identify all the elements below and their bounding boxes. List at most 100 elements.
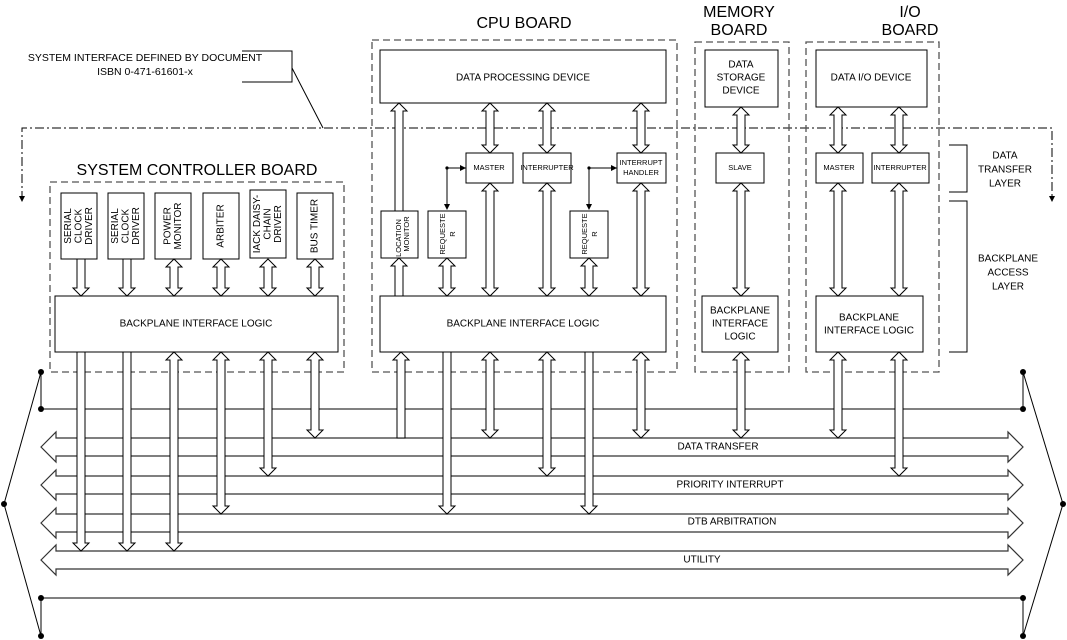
double-arrow-icon bbox=[537, 351, 557, 477]
bil-label: BACKPLANE INTERFACE LOGIC bbox=[447, 319, 600, 330]
double-arrow-icon bbox=[164, 258, 184, 297]
backplane-frame bbox=[1, 369, 1066, 639]
module-label: CHAIN bbox=[263, 208, 274, 239]
module-label: DRIVER bbox=[273, 205, 284, 243]
double-arrow-icon bbox=[889, 182, 909, 297]
double-arrow-icon bbox=[731, 182, 751, 297]
module-label: CLOCK bbox=[74, 208, 85, 243]
double-arrow-icon bbox=[211, 258, 231, 297]
dtb-arbitration-bus bbox=[40, 506, 1024, 540]
double-arrow-icon bbox=[631, 182, 651, 297]
data-transfer-layer-bracket bbox=[949, 144, 968, 193]
junction-dot bbox=[445, 166, 449, 170]
double-arrow-icon bbox=[631, 102, 651, 154]
double-arrow-icon bbox=[731, 106, 751, 154]
lm-label-2: MONITOR bbox=[402, 216, 411, 252]
system-interface-line bbox=[21, 127, 1053, 200]
double-arrow-icon bbox=[211, 351, 231, 515]
double-arrow-icon bbox=[258, 351, 278, 477]
module-label: DRIVER bbox=[84, 207, 95, 245]
down-arrow-icon bbox=[71, 351, 91, 552]
junction-dot bbox=[587, 166, 591, 170]
device-label-2: STORAGE bbox=[717, 73, 766, 84]
up-arrow-icon bbox=[389, 102, 409, 212]
utility-bus bbox=[40, 543, 1024, 577]
master-module bbox=[465, 152, 514, 184]
board-title-1: I/O bbox=[899, 4, 920, 21]
module-label: IACK DAISY- bbox=[252, 195, 263, 254]
bil-label-1: BACKPLANE bbox=[839, 313, 899, 324]
down-arrow-icon bbox=[579, 351, 599, 515]
board-title: SYSTEM CONTROLLER BOARD bbox=[77, 162, 318, 179]
board-title-2: BOARD bbox=[882, 22, 939, 39]
bus-label-data-transfer: DATA TRANSFER bbox=[677, 442, 758, 453]
bil-label-2: INTERFACE LOGIC bbox=[824, 326, 914, 337]
controller-module bbox=[249, 189, 287, 259]
terminator-dots bbox=[1, 369, 1066, 639]
double-arrow-icon bbox=[258, 258, 278, 297]
backplane-interface-logic bbox=[815, 295, 924, 353]
annotation-leader bbox=[242, 50, 324, 129]
slave-module bbox=[715, 152, 765, 184]
bil-label-3: LOGIC bbox=[724, 332, 755, 343]
interrupter-label: INTERRUPTER bbox=[873, 163, 927, 172]
double-arrow-icon bbox=[480, 182, 500, 297]
controller-module bbox=[296, 192, 334, 260]
board-title-2: BOARD bbox=[711, 22, 768, 39]
location-monitor-module bbox=[380, 210, 419, 259]
data-storage-device bbox=[704, 49, 779, 108]
req-label-2: R bbox=[590, 231, 599, 237]
annotation: SYSTEM INTERFACE DEFINED BY DOCUMENT ISB… bbox=[28, 50, 324, 129]
memory-board: MEMORY BOARD DATA STORAGE DEVICE SLAVE B… bbox=[694, 4, 790, 373]
ih-label-1: INTERRUPT bbox=[620, 158, 663, 167]
backplane-interface-logic bbox=[379, 295, 667, 353]
backplane-interface-logic bbox=[701, 295, 779, 353]
dtl-label-1: DATA bbox=[992, 151, 1018, 162]
dpd-label: DATA PROCESSING DEVICE bbox=[456, 73, 590, 84]
board-title-1: MEMORY bbox=[703, 4, 775, 21]
master-module bbox=[815, 152, 864, 184]
double-arrow-icon bbox=[164, 351, 184, 552]
data-transfer-bus bbox=[40, 430, 1024, 464]
backplane-interface-logic bbox=[54, 295, 339, 353]
interrupter-label: INTERRUPTER bbox=[520, 163, 574, 172]
device-label: DATA I/O DEVICE bbox=[831, 73, 912, 84]
module-label: DRIVER bbox=[131, 207, 142, 245]
bal-label-3: LAYER bbox=[992, 282, 1024, 293]
bal-label-2: ACCESS bbox=[987, 268, 1028, 279]
double-arrow-icon bbox=[631, 351, 651, 439]
board-outline bbox=[694, 41, 790, 373]
annotation-line-1: SYSTEM INTERFACE DEFINED BY DOCUMENT bbox=[28, 52, 263, 64]
device-label-1: DATA bbox=[728, 60, 754, 71]
requester-module bbox=[427, 210, 467, 259]
req-label-1: REQUESTE bbox=[580, 213, 589, 254]
double-arrow-icon bbox=[889, 351, 909, 477]
link-arrow-icon bbox=[444, 165, 617, 210]
board-outline bbox=[49, 181, 345, 373]
module-label: POWER bbox=[162, 207, 173, 245]
double-arrow-icon bbox=[579, 257, 599, 297]
io-board: I/O BOARD DATA I/O DEVICE MASTER INTERRU… bbox=[805, 4, 940, 373]
bil-label: BACKPLANE INTERFACE LOGIC bbox=[120, 319, 273, 330]
board-outline bbox=[805, 41, 940, 373]
module-label: ARBITER bbox=[216, 204, 227, 247]
controller-module bbox=[154, 192, 192, 260]
down-arrow-icon bbox=[117, 258, 137, 297]
slave-label: SLAVE bbox=[728, 163, 752, 172]
down-arrow-icon bbox=[437, 351, 457, 515]
bus-label-utility: UTILITY bbox=[683, 555, 721, 566]
cpu-board: CPU BOARD DATA PROCESSING DEVICE MASTER … bbox=[371, 15, 678, 373]
req-label-1: REQUESTE bbox=[438, 213, 447, 254]
device-label-3: DEVICE bbox=[722, 86, 760, 97]
bus-labels: DATA TRANSFER PRIORITY INTERRUPT DTB ARB… bbox=[676, 442, 783, 566]
bal-label-1: BACKPLANE bbox=[978, 254, 1038, 265]
double-arrow-icon bbox=[305, 351, 325, 439]
dtl-label-3: LAYER bbox=[989, 179, 1021, 190]
module-label: MONITOR bbox=[173, 202, 184, 249]
interrupter-module bbox=[871, 152, 930, 184]
double-arrow-icon bbox=[828, 106, 848, 154]
bil-label-2: INTERFACE bbox=[712, 319, 768, 330]
double-arrow-icon bbox=[828, 182, 848, 297]
dtl-label-2: TRANSFER bbox=[978, 165, 1032, 176]
